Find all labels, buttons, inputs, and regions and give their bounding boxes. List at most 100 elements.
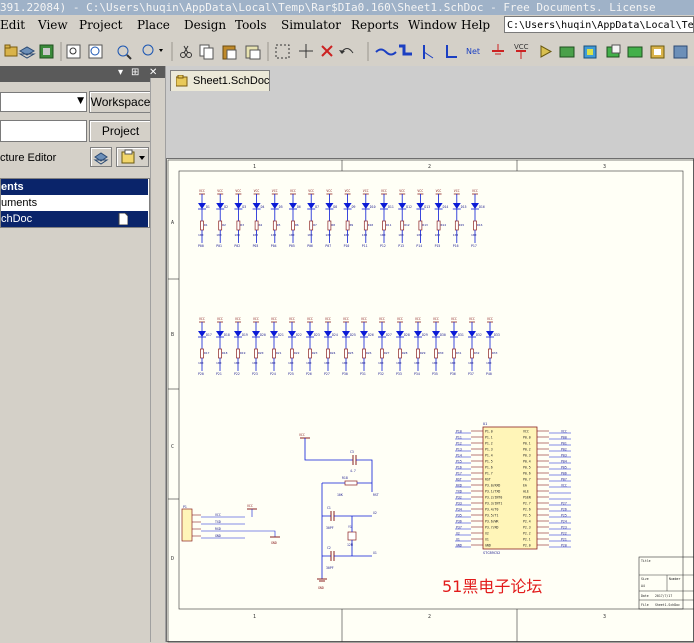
project-combo[interactable]: ▼ (0, 92, 87, 112)
mcu-net-label: TXD (456, 489, 462, 493)
led-ref: D32 (476, 333, 482, 337)
vcc-label: VCC (451, 317, 457, 321)
led-diode (486, 331, 494, 337)
sheet-zone-col-label: 2 (428, 614, 431, 620)
tree-header-row[interactable]: ents (1, 179, 148, 195)
net-label: P10 (344, 244, 350, 248)
paste-icon[interactable] (222, 45, 237, 60)
wire (356, 459, 373, 492)
menu-view[interactable]: View (38, 18, 68, 32)
folder-icon[interactable] (4, 44, 18, 57)
mcu-pin-name: P1.4 (485, 453, 493, 457)
net-label: P05 (289, 244, 295, 248)
zoom-area-icon[interactable] (88, 44, 103, 59)
gnd-icon[interactable] (492, 44, 504, 55)
workspace-button[interactable]: Workspace (89, 91, 152, 113)
wire-icon[interactable] (375, 48, 397, 56)
tree-item-documents[interactable]: uments (1, 195, 148, 211)
net-label: P00 (198, 244, 204, 248)
copy-icon[interactable] (199, 44, 214, 60)
menu-simulator[interactable]: Simulator (281, 18, 341, 32)
net-label: P34 (414, 372, 420, 376)
title-block-number: Number (669, 577, 681, 581)
connector-net-label: GND (215, 534, 221, 538)
resistor-value: 100 (414, 361, 420, 365)
menu-help[interactable]: Help (461, 18, 491, 32)
led-ref: D16 (479, 205, 485, 209)
project-field[interactable] (0, 120, 87, 142)
harness-icon[interactable] (627, 46, 643, 58)
led-diode (198, 203, 206, 209)
tab-sheet1[interactable]: Sheet1.SchDoc (170, 70, 270, 91)
zoom-sel-icon[interactable] (117, 45, 132, 60)
led-ref: D30 (440, 333, 446, 337)
tree-item-schdoc[interactable]: chDoc (1, 211, 148, 227)
menu-edit[interactable]: Edit (0, 18, 26, 32)
zoom-dropdown-icon[interactable] (142, 44, 163, 56)
mcu-net-label: P20 (561, 543, 567, 547)
panel-close-icon[interactable]: ✕ (149, 67, 158, 78)
resistor-value: 100 (271, 233, 277, 237)
port-icon[interactable] (606, 44, 621, 58)
clone-icon[interactable] (245, 45, 261, 60)
panel-menu-icon[interactable]: ▾ (118, 67, 124, 78)
vcc-label: VCC (487, 317, 493, 321)
schematic-canvas[interactable]: 112233ABCDVCCD1R1100P00VCCD2R2100P01VCCD… (167, 159, 694, 643)
structure-view-button[interactable] (90, 147, 112, 167)
wire (322, 515, 372, 557)
menu-tools[interactable]: Tools (235, 18, 267, 32)
mcu-pin-name: P3.6/WR (485, 519, 499, 523)
mcu-pin-name: P3.2/INT0 (485, 495, 502, 499)
undo-icon[interactable] (339, 48, 354, 55)
sheet-icon[interactable] (559, 46, 575, 58)
mcu-pin-name: P1.0 (485, 429, 493, 433)
mcu-pin-name: P0.5 (523, 465, 531, 469)
chevron-down-icon[interactable]: ▼ (77, 96, 84, 106)
document-options-button[interactable] (116, 147, 149, 167)
zoom-fit-icon[interactable] (66, 44, 81, 59)
compile-icon[interactable] (673, 45, 688, 59)
resistor-value: 100 (307, 233, 313, 237)
title-block-size-value: A4 (641, 584, 645, 588)
cross-icon[interactable] (321, 45, 333, 57)
resistor-value: 100 (216, 233, 222, 237)
vcc-label-text: VCC (514, 43, 529, 51)
title-block-title: Title (641, 559, 651, 563)
part-icon[interactable] (540, 45, 553, 58)
pcb-icon[interactable] (39, 44, 54, 59)
select-icon[interactable] (275, 44, 290, 59)
menu-place[interactable]: Place (137, 18, 170, 32)
panel-splitter[interactable] (150, 78, 166, 642)
mcu-pin-name: P0.3 (523, 453, 531, 457)
net-label: P37 (468, 372, 474, 376)
vcc-icon[interactable]: VCC (514, 43, 529, 59)
bus-icon[interactable] (399, 44, 412, 56)
mcu-net-label: P35 (456, 513, 462, 517)
mcu-pin-name: P2.2 (523, 531, 531, 535)
document-path-field[interactable]: C:\Users\huqin\AppData\Local\Te (504, 16, 694, 33)
vcc-label: VCC (399, 189, 405, 193)
layers-icon[interactable] (18, 46, 36, 59)
led-ref: D5 (279, 205, 283, 209)
mcu-pin-name: P3.5/T1 (485, 513, 499, 517)
led-diode (216, 331, 224, 337)
bus-entry-icon[interactable] (423, 45, 434, 59)
menu-design[interactable]: Design (184, 18, 227, 32)
hierarchy-icon[interactable] (650, 45, 665, 59)
mcu-net-label: P01 (561, 441, 567, 445)
menu-project[interactable]: Project (79, 18, 123, 32)
panel-pin-icon[interactable]: ⊞ (131, 67, 140, 78)
menu-reports[interactable]: Reports (351, 18, 399, 32)
resistor-ref: R9 (350, 223, 354, 227)
led-diode (468, 331, 476, 337)
menu-window[interactable]: Window (408, 18, 457, 32)
mcu-net-label: P33 (456, 501, 462, 505)
sheet-entry-icon[interactable] (583, 45, 597, 59)
cut-icon[interactable] (180, 45, 192, 58)
netlabel-icon[interactable]: Net (446, 45, 480, 58)
led-ref: D9 (352, 205, 356, 209)
sheet-inner-border (178, 170, 684, 610)
move-icon[interactable] (299, 44, 313, 58)
project-button[interactable]: Project (89, 120, 152, 142)
